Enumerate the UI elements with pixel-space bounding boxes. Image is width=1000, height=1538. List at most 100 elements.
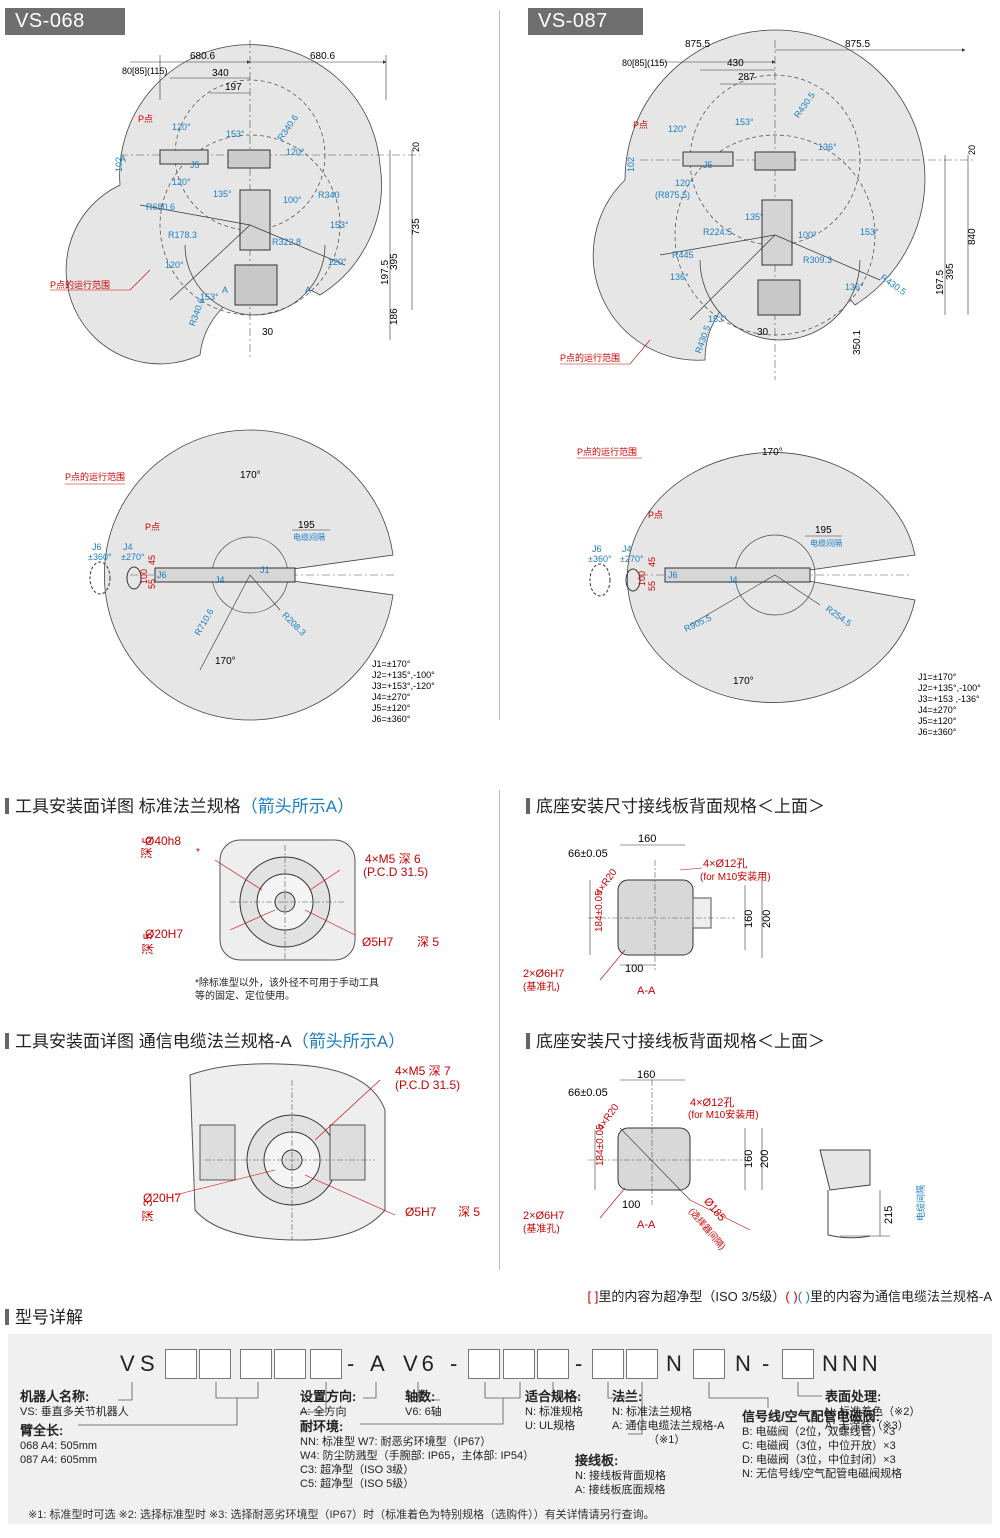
svg-text:100: 100 xyxy=(139,569,149,584)
svg-text:160: 160 xyxy=(743,1150,755,1168)
svg-text:深 5: 深 5 xyxy=(417,935,439,949)
code-char-n: N xyxy=(735,1351,751,1376)
svg-text:电缆间隔: 电缆间隔 xyxy=(293,532,325,542)
svg-text:J6: J6 xyxy=(668,570,678,580)
svg-text:100°: 100° xyxy=(283,195,302,205)
svg-text:80[85](115): 80[85](115) xyxy=(622,58,667,68)
svg-text:100: 100 xyxy=(625,963,643,975)
svg-text:136°: 136° xyxy=(845,282,864,292)
svg-text:195: 195 xyxy=(815,525,832,536)
svg-text:135°: 135° xyxy=(213,189,232,199)
svg-text:(P.C.D 31.5): (P.C.D 31.5) xyxy=(363,865,428,879)
code-cell xyxy=(165,1349,197,1379)
joint-range: J3=+153°,-120° xyxy=(372,681,435,691)
svg-text:45: 45 xyxy=(647,557,657,567)
svg-text:170°: 170° xyxy=(733,676,754,687)
svg-text:J3=+153 ,-136°: J3=+153 ,-136° xyxy=(918,694,980,704)
svg-text:(基准孔): (基准孔) xyxy=(523,1222,560,1235)
svg-text:160: 160 xyxy=(637,1069,655,1081)
code-cell xyxy=(503,1349,535,1379)
svg-text:(R875.5): (R875.5) xyxy=(655,190,690,200)
svg-text:4×Ø12孔: 4×Ø12孔 xyxy=(703,857,747,870)
vs068-dim: 680.6 xyxy=(310,51,335,62)
vs068-dim: 680.6 xyxy=(190,51,215,62)
divider-top xyxy=(499,10,500,720)
svg-text:20: 20 xyxy=(411,142,421,152)
code-char-dash: - xyxy=(762,1351,770,1376)
svg-text:200: 200 xyxy=(761,910,773,928)
label-environment: 耐环境:NN: 标准型 W7: 耐恶劣环境型（IP67）W4: 防尘防溅型（手腕… xyxy=(300,1419,535,1490)
base-mounting-drawing-1 xyxy=(588,844,763,981)
svg-text:2×Ø6H7: 2×Ø6H7 xyxy=(523,968,564,980)
svg-text:±270°: ±270° xyxy=(620,554,644,564)
svg-text:30: 30 xyxy=(262,327,274,338)
svg-text:*: * xyxy=(196,847,200,858)
code-cell xyxy=(592,1349,624,1379)
base-mounting-drawing-2 xyxy=(588,1079,890,1239)
svg-text:J2=+135°,-100°: J2=+135°,-100° xyxy=(918,683,981,693)
svg-text:R430.5: R430.5 xyxy=(879,272,909,297)
code-cell xyxy=(199,1349,231,1379)
svg-text:100°: 100° xyxy=(798,230,817,240)
svg-text:R340: R340 xyxy=(318,190,340,200)
svg-text:A: A xyxy=(120,154,126,164)
svg-text:120°: 120° xyxy=(172,122,191,132)
svg-text:Ø20H7: Ø20H7 xyxy=(143,1191,181,1205)
svg-text:J6: J6 xyxy=(157,570,167,580)
joint-range: J1=±170° xyxy=(372,659,411,669)
svg-text:(for M10安装用): (for M10安装用) xyxy=(688,1108,759,1121)
svg-text:Ø20H7: Ø20H7 xyxy=(145,927,183,941)
svg-text:深 5: 深 5 xyxy=(140,837,154,859)
section-title-base-2: 底座安装尺寸接线板背面规格＜上面＞ xyxy=(526,1027,825,1052)
svg-text:P点: P点 xyxy=(648,510,663,520)
svg-text:45: 45 xyxy=(147,555,157,565)
svg-text:135°: 135° xyxy=(745,212,764,222)
svg-text:395: 395 xyxy=(389,253,400,270)
label-direction: 设置方向:A: 全方向 xyxy=(300,1389,357,1418)
svg-text:A: A xyxy=(305,285,311,295)
svg-text:430: 430 xyxy=(727,58,744,69)
svg-text:55: 55 xyxy=(147,579,157,589)
vs068-side-range xyxy=(65,44,382,365)
svg-text:2×Ø6H7: 2×Ø6H7 xyxy=(523,1210,564,1222)
code-char-s: S xyxy=(140,1351,155,1376)
svg-text:287: 287 xyxy=(738,72,755,83)
code-cell xyxy=(537,1349,569,1379)
svg-text:深 5: 深 5 xyxy=(141,933,155,955)
code-cell xyxy=(310,1349,342,1379)
flange-d40: Ø40h8 xyxy=(145,834,181,848)
svg-text:R178.3: R178.3 xyxy=(168,230,197,240)
svg-text:A-A: A-A xyxy=(637,1219,656,1231)
svg-text:120°: 120° xyxy=(668,124,687,134)
svg-text:R680.6: R680.6 xyxy=(146,202,175,212)
svg-text:153°: 153° xyxy=(330,220,349,230)
svg-text:102: 102 xyxy=(114,157,124,172)
code-char-n: N xyxy=(666,1351,682,1376)
svg-text:875.5: 875.5 xyxy=(685,39,710,50)
svg-text:136°: 136° xyxy=(670,272,689,282)
svg-text:(P.C.D 31.5): (P.C.D 31.5) xyxy=(395,1078,460,1092)
svg-text:电缆间隔: 电缆间隔 xyxy=(810,538,842,548)
vs068-side-view: 680.6 680.6 80[85](115) 340 197 P点 J5 A … xyxy=(50,40,422,365)
svg-text:±360°: ±360° xyxy=(588,554,612,564)
svg-text:840: 840 xyxy=(967,228,978,245)
svg-text:P点的运行范围: P点的运行范围 xyxy=(65,471,125,482)
svg-text:350.1: 350.1 xyxy=(852,330,863,355)
vs068-p-label: P点 xyxy=(138,114,153,124)
svg-text:J5: J5 xyxy=(703,160,713,170)
svg-text:J4: J4 xyxy=(123,542,133,552)
vs068-dim: 80[85](115) xyxy=(122,66,167,76)
svg-text:J1=±170°: J1=±170° xyxy=(918,672,957,682)
code-char-a: A xyxy=(370,1351,385,1376)
svg-text:153°: 153° xyxy=(708,314,727,324)
svg-text:30: 30 xyxy=(757,327,769,338)
tool-flange-standard-drawing xyxy=(214,839,356,961)
code-cell xyxy=(693,1349,725,1379)
svg-text:J4: J4 xyxy=(215,575,225,585)
svg-text:J6: J6 xyxy=(92,542,102,552)
svg-text:395: 395 xyxy=(945,263,956,280)
